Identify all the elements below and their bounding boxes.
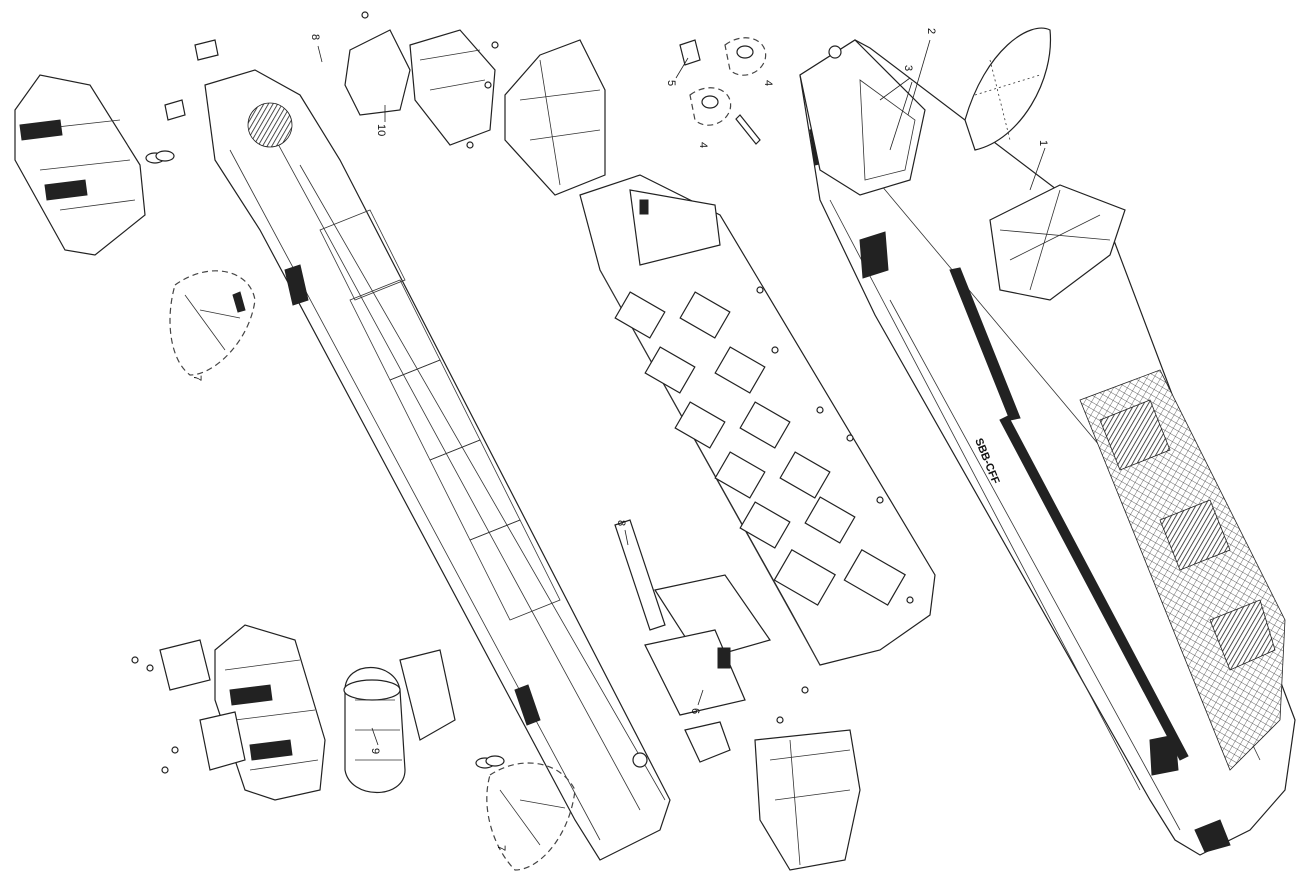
callout-5: 5 [665, 80, 677, 86]
callout-3: 3 [902, 65, 914, 71]
equipment-blocks [614, 291, 906, 606]
callout-labels: 1 2 3 4 4 5 6 7 7 8 8 9 10 [191, 28, 1049, 851]
cab-console-upper [504, 39, 606, 196]
locomotive-body-shell: SBB-CFF [799, 27, 1296, 856]
callout-6: 6 [689, 708, 701, 714]
springs-and-screws [131, 11, 914, 774]
bogie-upper [14, 74, 146, 256]
callout-7a: 7 [191, 375, 203, 381]
callout-8a: 8 [309, 34, 321, 40]
chassis-frame [204, 69, 671, 861]
callout-4b: 4 [697, 142, 709, 148]
callout-9: 9 [369, 748, 381, 754]
motor-assembly [343, 649, 456, 793]
circuit-board [614, 519, 771, 716]
headlight-bulbs [679, 37, 767, 145]
callout-7b: 7 [495, 845, 507, 851]
interior-equipment-tray [579, 174, 936, 666]
cab-console-lower [684, 721, 861, 871]
coupler-group-lower [486, 762, 576, 871]
gear-cover-upper [344, 29, 496, 146]
coupler-group-upper [169, 270, 256, 376]
callout-1: 1 [1037, 140, 1049, 146]
callout-2: 2 [925, 28, 937, 34]
callout-8b: 8 [615, 520, 627, 526]
callout-4a: 4 [762, 80, 774, 86]
callout-10: 10 [375, 124, 387, 136]
chassis-panels [319, 209, 561, 621]
